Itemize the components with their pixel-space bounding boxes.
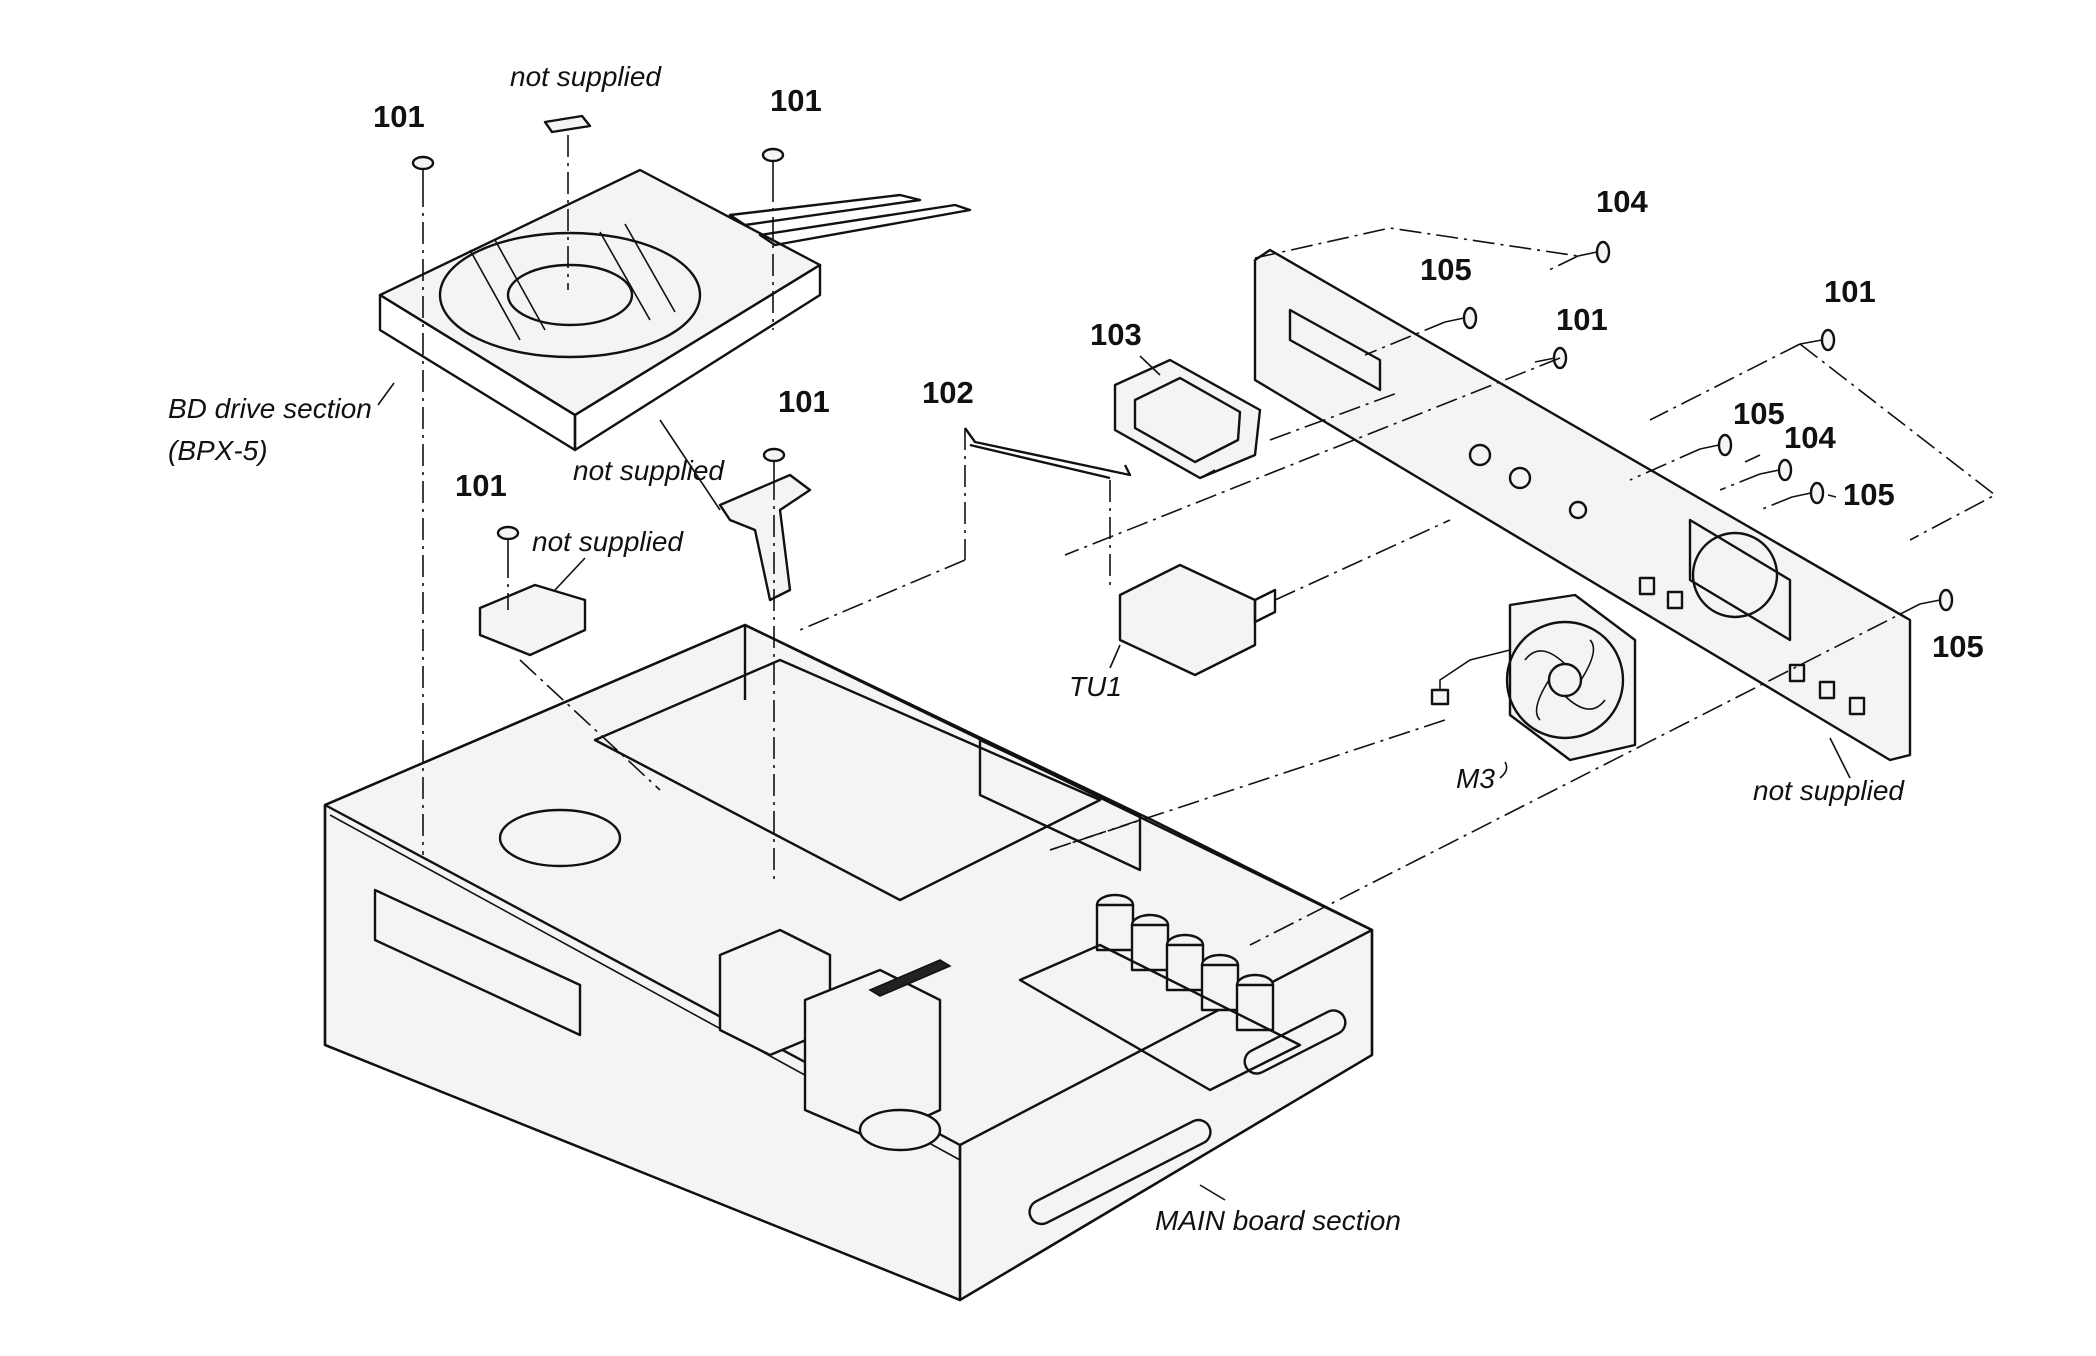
label-not-supplied-rear: not supplied — [1753, 775, 1905, 806]
label-bd-drive-model: (BPX-5) — [168, 435, 268, 466]
label-bd-drive-section: BD drive section — [168, 393, 372, 424]
callout-101-e: 101 — [1556, 302, 1608, 337]
screw-101-f — [1799, 328, 1836, 352]
screw-104-a — [1577, 240, 1611, 264]
callout-105-d: 105 — [1932, 629, 1984, 664]
fan-m3 — [1430, 593, 1637, 762]
screw-101-d — [496, 525, 520, 556]
label-not-supplied-plate: not supplied — [532, 526, 684, 557]
screw-101-a — [411, 155, 435, 185]
plate-not-supplied — [478, 583, 587, 657]
callout-101-b: 101 — [770, 83, 822, 118]
callout-104-a: 104 — [1596, 184, 1648, 219]
label-m3: M3 — [1456, 763, 1495, 794]
leader-lines — [377, 355, 1851, 1201]
callout-105-b: 105 — [1733, 396, 1785, 431]
screw-101-e — [1534, 346, 1568, 370]
bracket-103 — [1113, 358, 1262, 480]
callout-101-c: 101 — [778, 384, 830, 419]
callout-101-a: 101 — [373, 99, 425, 134]
screw-104-b — [1759, 458, 1793, 482]
label-not-supplied-bracket: not supplied — [573, 455, 725, 486]
label-not-supplied-top: not supplied — [510, 61, 662, 92]
screw-105-b — [1699, 433, 1733, 457]
callout-101-d: 101 — [455, 468, 507, 503]
callout-102: 102 — [922, 375, 974, 410]
main-chassis — [323, 623, 1374, 1302]
bracket-not-supplied — [718, 473, 812, 602]
label-main-board-section: MAIN board section — [1155, 1205, 1401, 1236]
screw-101-c — [762, 447, 786, 478]
callout-101-f: 101 — [1824, 274, 1876, 309]
bd-drive-section — [378, 114, 972, 452]
assembly-guide-lines — [422, 135, 1997, 946]
screw-105-a — [1444, 306, 1478, 330]
tuner-tu1 — [1118, 563, 1277, 677]
callout-105-a: 105 — [1420, 252, 1472, 287]
flat-cable-102 — [964, 427, 1132, 480]
screw-105-c — [1791, 481, 1825, 505]
callout-104-b: 104 — [1784, 420, 1836, 455]
screw-105-d — [1919, 588, 1954, 612]
label-tu1: TU1 — [1069, 671, 1122, 702]
rear-panel-not-supplied — [1253, 248, 1912, 762]
screw-101-b — [761, 147, 785, 180]
callout-103: 103 — [1090, 317, 1142, 352]
callout-105-c: 105 — [1843, 477, 1895, 512]
